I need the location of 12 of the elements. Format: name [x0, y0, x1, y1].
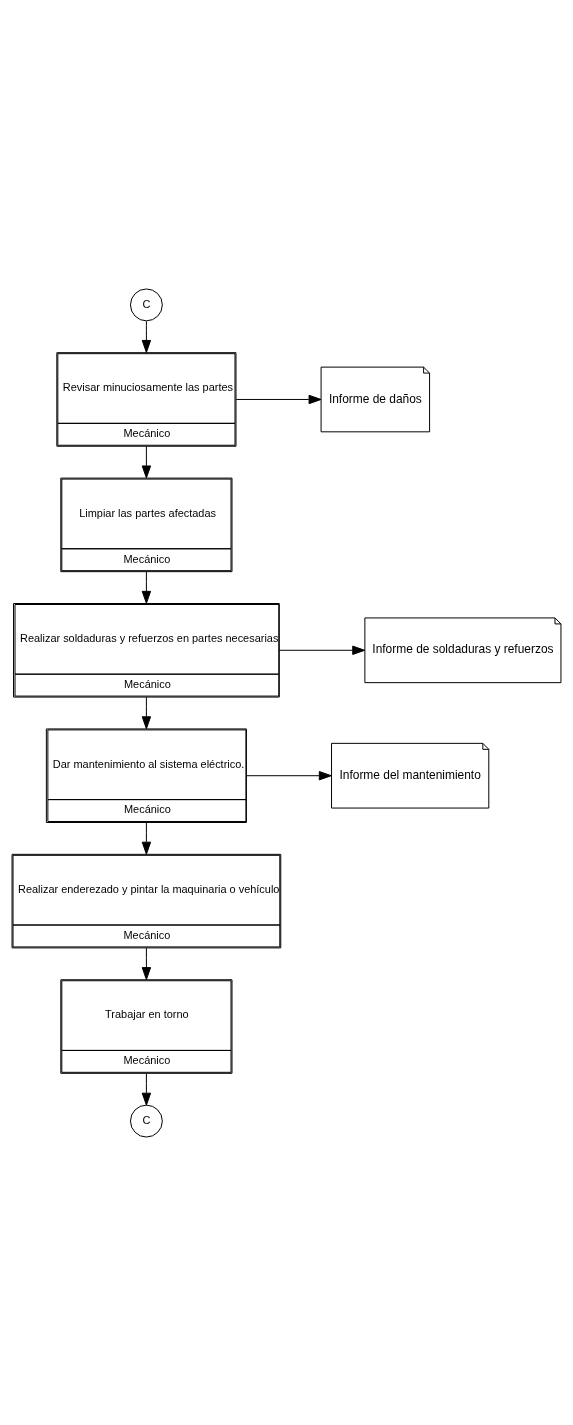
node-circle: C — [130, 288, 163, 321]
arrow — [235, 394, 322, 404]
arrow — [141, 1072, 152, 1106]
arrow — [246, 770, 332, 780]
node-circle: C — [130, 1104, 163, 1137]
arrow — [141, 445, 152, 478]
arrow — [141, 947, 152, 980]
arrow — [141, 320, 152, 353]
arrow — [141, 570, 152, 604]
arrow — [278, 645, 366, 655]
arrow — [141, 696, 152, 729]
arrow — [141, 821, 152, 855]
